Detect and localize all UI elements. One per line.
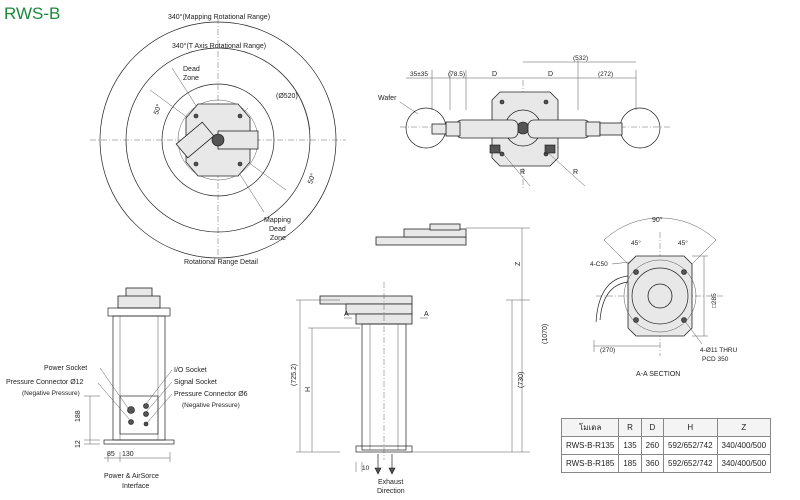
- interface-caption-1: Power & AirSorce: [104, 473, 159, 480]
- power-air-interface: Power Socket Pressure Connector Ø12 (Neg…: [6, 287, 248, 490]
- c50-label: 4-C50: [590, 261, 608, 268]
- table-row: RWS-B-R135 135 260 592/652/742 340/400/5…: [560, 436, 772, 455]
- dim-d2: D: [548, 71, 553, 78]
- table-row: RWS-B-R185 185 360 592/652/742 340/400/5…: [560, 454, 772, 473]
- dim-85: 85: [107, 451, 115, 458]
- negative-pressure-1: (Negative Pressure): [22, 390, 80, 397]
- diameter-label: (Ø520): [276, 93, 298, 100]
- dim-35: 35±35: [410, 71, 428, 78]
- rotational-range-detail: 340°(Mapping Rotational Range) 340°(T Ax…: [90, 13, 346, 266]
- top-view-arms: 35±35 (78.5) D D (532) (272) Wafer R R: [378, 55, 670, 190]
- negative-pressure-2: (Negative Pressure): [182, 402, 240, 409]
- dim-h: H: [305, 387, 312, 392]
- table-cell: 360: [640, 454, 665, 473]
- dim-12: 12: [75, 440, 82, 448]
- dim-272: (272): [598, 71, 613, 78]
- dim-532: (532): [573, 55, 588, 62]
- header-d: D: [640, 418, 665, 437]
- angle-left-label: 50°: [152, 103, 163, 116]
- section-a-a: 90° 45° 45° 4-C50 □285 (270) 4-Ø11 THRU …: [590, 216, 738, 378]
- pressure-12-label: Pressure Connector Ø12: [6, 379, 84, 386]
- section-caption: A-A SECTION: [636, 371, 680, 378]
- table-header-row: โมเดล R D H Z: [560, 418, 772, 437]
- dim-10: 10: [362, 465, 370, 472]
- section-a-right: A: [424, 311, 429, 318]
- dim-78: (78.5): [448, 71, 465, 78]
- dim-z: Z: [515, 261, 522, 266]
- header-h: H: [663, 418, 718, 437]
- signal-socket-label: Signal Socket: [174, 379, 217, 386]
- table-cell: RWS-B-R135: [560, 436, 620, 455]
- t-axis-range-label: 340°(T Axis Rotational Range): [172, 42, 266, 50]
- table-cell: 340/400/500: [716, 454, 772, 473]
- mapping-dead-zone-2: Dead: [269, 226, 286, 233]
- table-cell: RWS-B-R185: [560, 454, 620, 473]
- dim-270: (270): [600, 347, 615, 354]
- header-model: โมเดล: [560, 418, 620, 437]
- table-cell: 260: [640, 436, 665, 455]
- pcd-label: PCD 350: [702, 356, 729, 363]
- dim-1070: (1070): [542, 324, 549, 344]
- angle-90-label: 90°: [652, 216, 663, 224]
- dead-zone-label-1: Dead: [183, 66, 200, 73]
- thru-label: 4-Ø11 THRU: [700, 347, 738, 354]
- mapping-dead-zone-3: Zone: [270, 235, 286, 242]
- model-spec-table: โมเดล R D H Z RWS-B-R135 135 260 592/652…: [560, 418, 772, 473]
- mapping-dead-zone-1: Mapping: [264, 217, 291, 224]
- header-r: R: [618, 418, 642, 437]
- table-cell: 185: [618, 454, 642, 473]
- angle-right-label: 50°: [306, 172, 317, 185]
- dim-725: (725.2): [291, 364, 298, 386]
- dim-285: □285: [711, 293, 718, 308]
- wafer-label: Wafer: [378, 95, 397, 102]
- dim-d1: D: [492, 71, 497, 78]
- r-label-2: R: [573, 169, 578, 176]
- table-cell: 592/652/742: [663, 436, 718, 455]
- dim-730: (730): [518, 372, 525, 388]
- table-cell: 340/400/500: [716, 436, 772, 455]
- angle-45a-label: 45°: [631, 239, 641, 247]
- exhaust-label-1: Exhaust: [378, 479, 403, 486]
- exhaust-label-2: Direction: [377, 488, 405, 495]
- dead-zone-label-2: Zone: [183, 75, 199, 82]
- power-socket-label: Power Socket: [44, 365, 87, 372]
- section-a-left: A: [344, 311, 349, 318]
- angle-45b-label: 45°: [678, 239, 688, 247]
- mapping-range-label: 340°(Mapping Rotational Range): [168, 13, 270, 21]
- dim-188: 188: [75, 410, 82, 422]
- dim-130: 130: [122, 451, 134, 458]
- r-label-1: R: [520, 169, 525, 176]
- interface-caption-2: Interface: [122, 483, 149, 490]
- drawing-title: RWS-B: [4, 4, 60, 23]
- table-cell: 592/652/742: [663, 454, 718, 473]
- pressure-6-label: Pressure Connector Ø6: [174, 391, 248, 398]
- side-elevation: Z (1070) (725.2) H (730) A A 10 Exhaust …: [291, 223, 549, 495]
- table-cell: 135: [618, 436, 642, 455]
- rotational-range-caption: Rotational Range Detail: [184, 259, 258, 266]
- io-socket-label: I/O Socket: [174, 367, 207, 374]
- header-z: Z: [716, 418, 772, 437]
